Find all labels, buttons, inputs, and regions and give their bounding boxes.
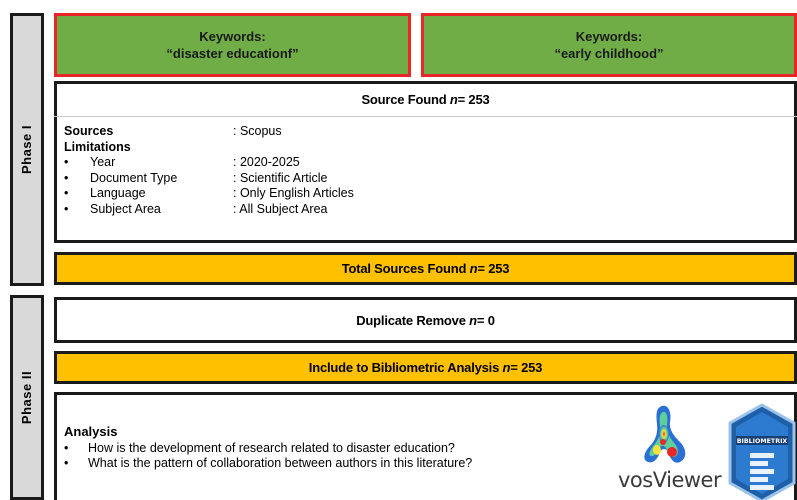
total-sources-found-box: Total Sources Found n = 253	[54, 252, 797, 285]
include-bibliometric-box: Include to Bibliometric Analysis n = 253	[54, 351, 797, 384]
limitation-row: •Document Type : Scientific Article	[64, 170, 328, 185]
keyword-title: Keywords:	[575, 29, 643, 44]
source-found-line: Source Found n = 253	[361, 91, 490, 107]
phase-1-content-box	[54, 81, 797, 243]
analysis-section: Analysis •How is the development of rese…	[64, 424, 472, 472]
bibliometrix-wordmark: BIBLIOMETRIX	[737, 438, 788, 445]
analysis-question: •How is the development of research rela…	[64, 440, 455, 455]
sources-row: Sources : Scopus	[64, 124, 354, 140]
vosviewer-wordmark: vosViewer	[618, 468, 722, 492]
phase-1-bar: Phase I	[10, 13, 44, 286]
keyword-value: “early childhood”	[554, 46, 664, 61]
vosviewer-logo: vosViewer	[616, 402, 722, 498]
keyword-box-disaster-education: Keywords: “disaster educationf”	[54, 13, 411, 77]
analysis-question: •What is the pattern of collaboration be…	[64, 456, 473, 471]
phase-2-label: Phase II	[19, 370, 35, 425]
analysis-title: Analysis	[64, 424, 118, 439]
limitation-row: •Year : 2020-2025	[64, 155, 300, 170]
keyword-box-early-childhood: Keywords: “early childhood”	[421, 13, 797, 77]
limitation-row: •Language : Only English Articles	[64, 186, 354, 201]
limitation-row: •Subject Area : All Subject Area	[64, 201, 328, 216]
duplicate-remove-box: Duplicate Remove n = 0	[54, 297, 797, 343]
vosviewer-heatmap-icon	[644, 405, 686, 463]
bibliometrix-logo: BIBLIOMETRIX	[728, 403, 797, 500]
bibliometrix-hexagon-icon: BIBLIOMETRIX	[728, 403, 796, 500]
keyword-value: “disaster educationf”	[166, 46, 299, 61]
limitations-heading: Limitations	[64, 139, 131, 154]
sources-label: Sources	[64, 124, 114, 138]
limitations-table: Sources : Scopus Limitations •Year : 202…	[64, 124, 354, 218]
sources-value: : Scopus	[233, 124, 282, 138]
phase-1-label: Phase I	[19, 124, 35, 175]
sources-divider	[54, 116, 797, 117]
keyword-title: Keywords:	[199, 29, 266, 44]
phase-2-bar: Phase II	[10, 295, 44, 500]
